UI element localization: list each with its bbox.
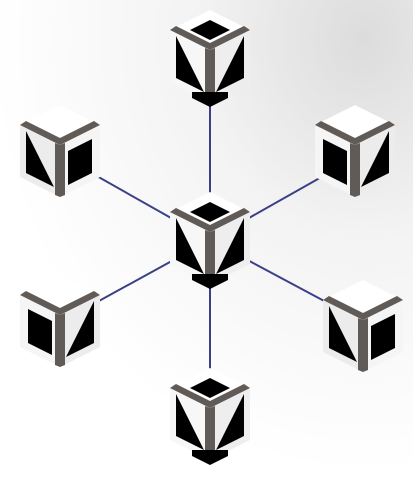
network-diagram	[0, 0, 413, 482]
diagram-canvas	[0, 0, 413, 482]
